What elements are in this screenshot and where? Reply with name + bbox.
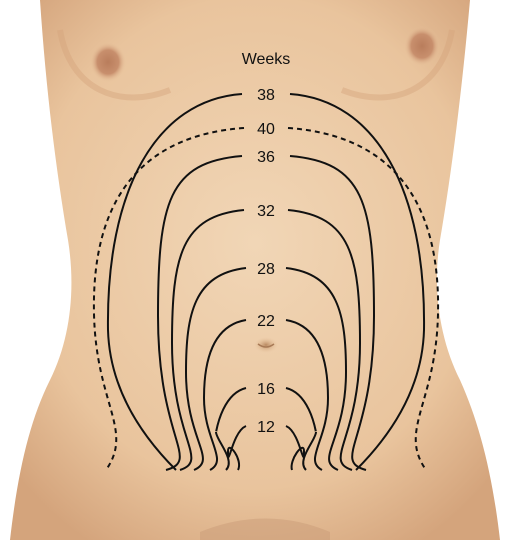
- arc-label-22: 22: [257, 313, 275, 330]
- navel: [254, 337, 278, 353]
- right-areola: [404, 26, 440, 66]
- arc-label-38: 38: [257, 87, 275, 104]
- left-areola: [90, 42, 126, 82]
- arc-label-32: 32: [257, 203, 275, 220]
- arc-label-40: 40: [257, 121, 275, 138]
- arc-label-28: 28: [257, 261, 275, 278]
- arc-label-12: 12: [257, 419, 275, 436]
- arc-label-16: 16: [257, 381, 275, 398]
- arc-label-36: 36: [257, 149, 275, 166]
- weeks-title: Weeks: [242, 51, 291, 68]
